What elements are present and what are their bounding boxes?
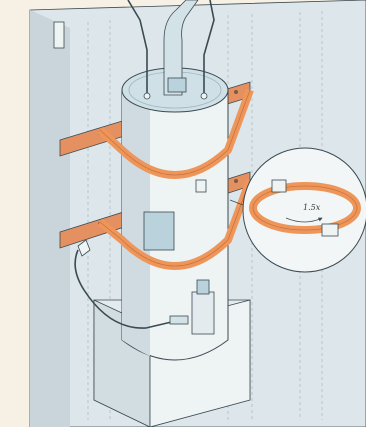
hot-water-fitting <box>201 93 207 99</box>
flue-collar <box>168 78 186 92</box>
wrap-multiplier-label: 1.5x <box>303 203 321 212</box>
wall-bracket <box>54 22 64 48</box>
upper-strap-buckle <box>196 180 206 192</box>
callout-buckle-upper <box>272 180 286 192</box>
gas-connector <box>170 316 188 324</box>
wall-return <box>30 10 70 427</box>
callout-buckle-lower <box>322 224 338 236</box>
tank-label-panel <box>144 212 174 250</box>
control-valve <box>192 292 214 334</box>
control-knob <box>197 280 209 294</box>
cold-water-fitting <box>144 93 150 99</box>
